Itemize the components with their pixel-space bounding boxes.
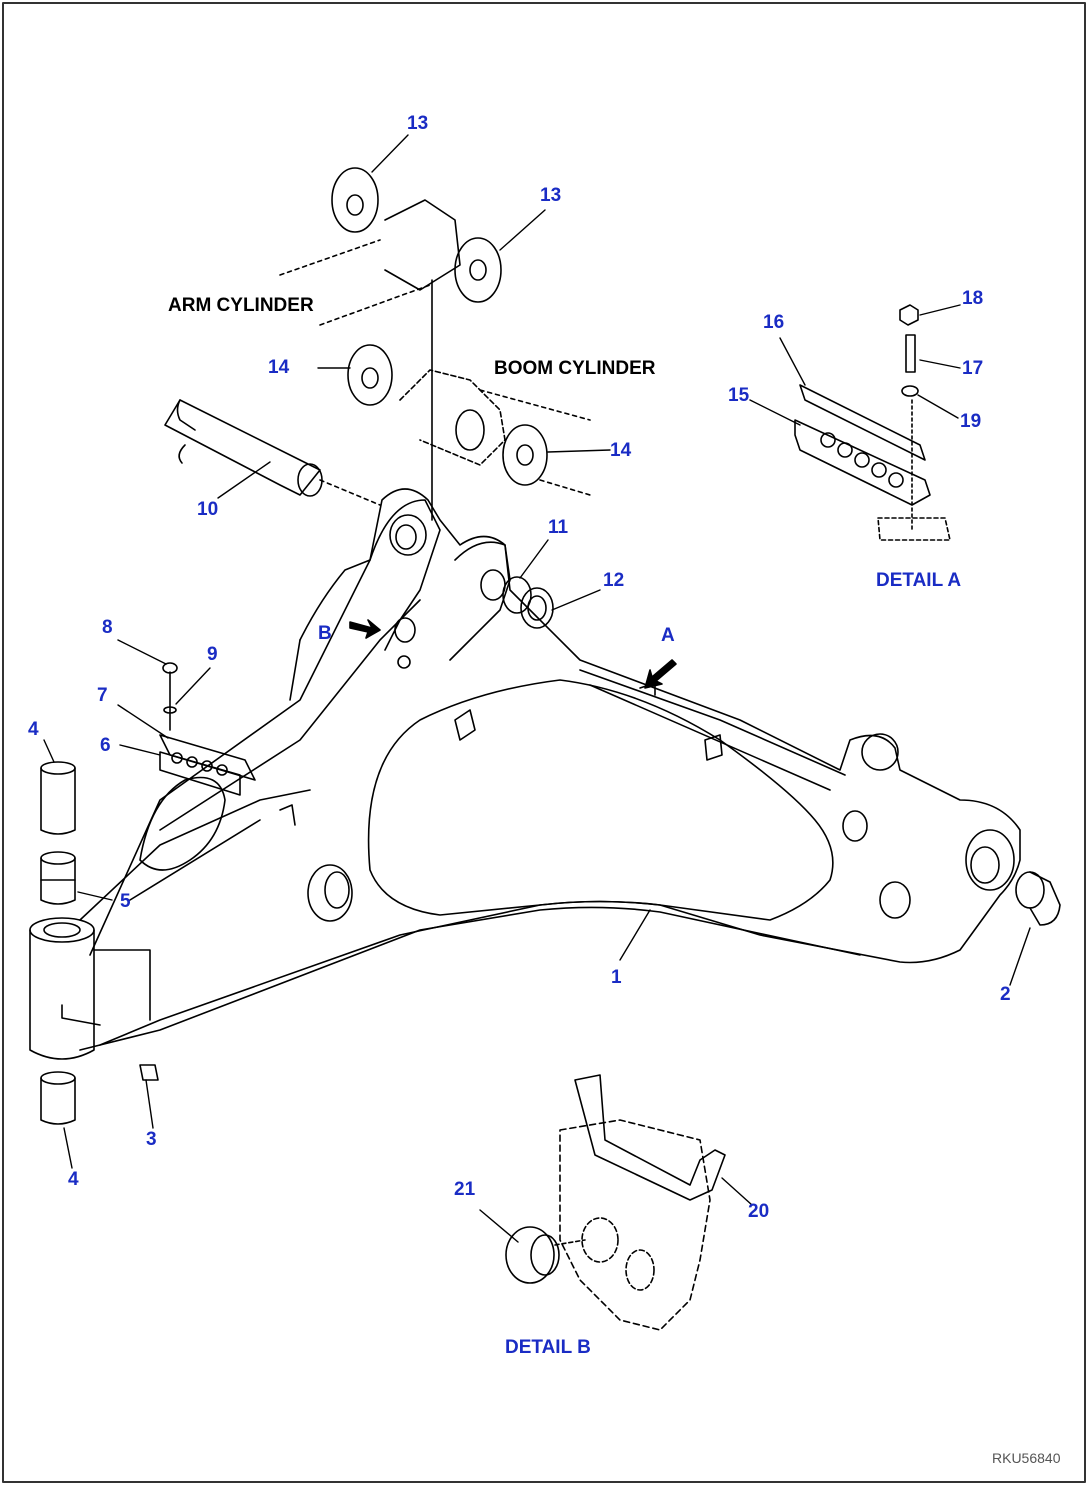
callout-1: 1 bbox=[611, 967, 622, 988]
arm-cylinder-pin bbox=[279, 167, 502, 521]
leader-lines bbox=[43, 134, 1031, 1243]
view-a-label: A bbox=[661, 625, 675, 646]
detail-b bbox=[505, 1074, 726, 1331]
callout-17: 17 bbox=[962, 358, 984, 379]
detail-b-label: DETAIL B bbox=[505, 1337, 591, 1358]
view-b-label: B bbox=[318, 623, 332, 644]
callout-15: 15 bbox=[728, 385, 750, 406]
arm-cylinder-label: ARM CYLINDER bbox=[168, 295, 314, 316]
pin-10 bbox=[164, 399, 381, 506]
callout-20: 20 bbox=[748, 1201, 770, 1222]
callout-12: 12 bbox=[603, 570, 625, 591]
boom-cylinder-label: BOOM CYLINDER bbox=[494, 358, 656, 379]
callout-5: 5 bbox=[120, 891, 131, 912]
boom-cylinder-pin bbox=[347, 344, 591, 496]
callout-4-bottom: 4 bbox=[68, 1169, 79, 1190]
main-frame bbox=[79, 488, 1021, 1051]
callout-14-right: 14 bbox=[610, 440, 632, 461]
drawing-code: RKU56840 bbox=[992, 1450, 1061, 1466]
plate-6-7 bbox=[159, 662, 256, 796]
detail-a-parts bbox=[794, 304, 951, 541]
callout-10: 10 bbox=[197, 499, 219, 520]
bushings bbox=[40, 761, 1061, 1125]
callout-18: 18 bbox=[962, 288, 984, 309]
callout-13-right: 13 bbox=[540, 185, 562, 206]
callout-7: 7 bbox=[97, 685, 108, 706]
callout-19: 19 bbox=[960, 411, 982, 432]
callout-4-top: 4 bbox=[28, 719, 39, 740]
callout-21: 21 bbox=[454, 1179, 476, 1200]
bolt-3 bbox=[139, 1064, 159, 1081]
arrow-a bbox=[644, 659, 677, 689]
callout-2: 2 bbox=[1000, 984, 1011, 1005]
callout-3: 3 bbox=[146, 1129, 157, 1150]
ring-11 bbox=[502, 576, 532, 614]
callout-16: 16 bbox=[763, 312, 785, 333]
callout-13-top: 13 bbox=[407, 113, 429, 134]
callout-14-left: 14 bbox=[268, 357, 290, 378]
pivot-housing bbox=[29, 917, 151, 1060]
callout-9: 9 bbox=[207, 644, 218, 665]
callout-8: 8 bbox=[102, 617, 113, 638]
arrow-b bbox=[349, 619, 381, 639]
ring-12 bbox=[520, 587, 554, 629]
detail-a-label: DETAIL A bbox=[876, 570, 962, 591]
callout-6: 6 bbox=[100, 735, 111, 756]
callout-11: 11 bbox=[548, 517, 569, 538]
